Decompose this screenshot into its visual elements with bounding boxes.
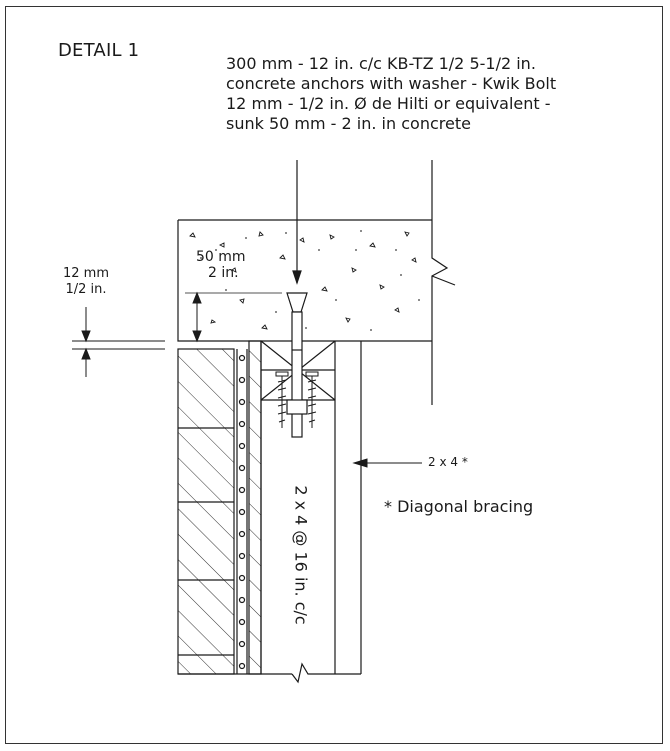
concrete-slab bbox=[177, 160, 456, 405]
brace-footnote: * Diagonal bracing bbox=[384, 497, 534, 516]
gap-metric: 12 mm bbox=[62, 266, 109, 281]
anchor-bolt bbox=[286, 160, 308, 438]
embed-dimension bbox=[192, 291, 202, 343]
wall-ties bbox=[236, 349, 248, 674]
anchor-note-line: 12 mm - 1/2 in. Ø de Hilti or equivalent… bbox=[226, 94, 551, 113]
anchor-note: 300 mm - 12 in. c/c KB-TZ 1/2 5-1/2 in. … bbox=[226, 54, 556, 134]
screws bbox=[275, 371, 319, 428]
embed-metric: 50 mm bbox=[196, 249, 246, 265]
anchor-note-line: 300 mm - 12 in. c/c KB-TZ 1/2 5-1/2 in. bbox=[226, 54, 536, 73]
masonry-wall bbox=[177, 348, 235, 675]
sheathing bbox=[248, 340, 262, 675]
gap-imperial: 1/2 in. bbox=[65, 282, 107, 297]
brace-pointer bbox=[352, 458, 422, 468]
drawing-frame bbox=[5, 6, 663, 744]
anchor-note-line: concrete anchors with washer - Kwik Bolt bbox=[226, 74, 557, 93]
stud-spacing-label: 2 x 4 @ 16 in. c/c bbox=[291, 485, 311, 625]
embed-dimension-label: 50 mm 2 in. bbox=[196, 249, 246, 281]
gap-dimension bbox=[72, 307, 165, 377]
embed-imperial: 2 in. bbox=[208, 265, 239, 281]
brace-member-label: 2 x 4 * bbox=[428, 455, 468, 469]
detail-title: DETAIL 1 bbox=[58, 40, 140, 61]
anchor-note-line: sunk 50 mm - 2 in. in concrete bbox=[226, 114, 471, 133]
gap-dimension-label: 12 mm 1/2 in. bbox=[58, 266, 114, 298]
